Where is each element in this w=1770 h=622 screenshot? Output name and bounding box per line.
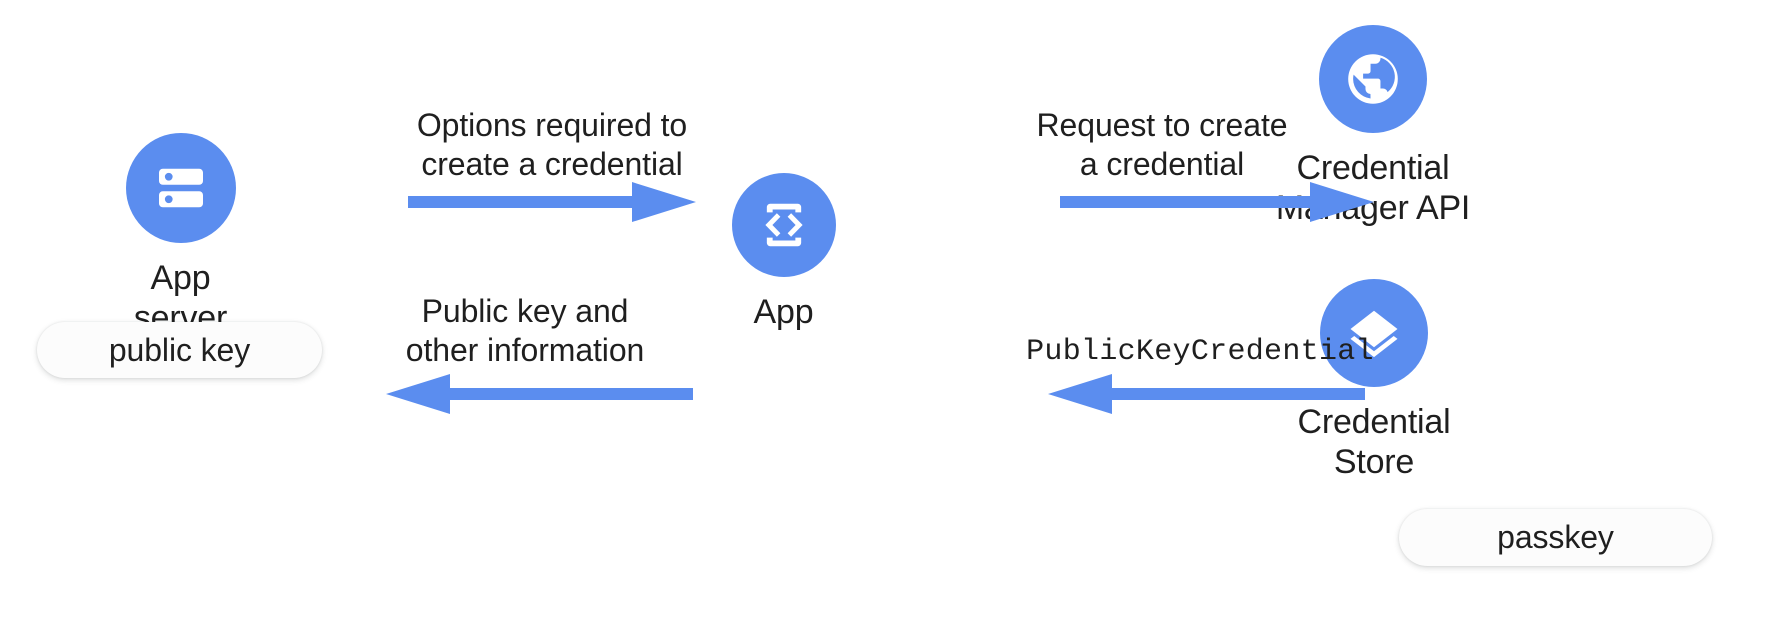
- node-credential-store: Credential Store: [1260, 279, 1488, 483]
- arrow-public-key-credential: [1040, 370, 1365, 418]
- caption-options-required: Options required to create a credential: [416, 107, 688, 183]
- caption-request-to-create: Request to create a credential: [1036, 107, 1288, 183]
- app-label: App: [753, 293, 814, 331]
- arrow-request-to-create: [1060, 178, 1374, 226]
- node-app: App: [726, 173, 841, 333]
- arrow-public-key-and-other-information: [378, 370, 693, 418]
- credential-store-circle: [1320, 279, 1428, 387]
- credential-manager-api-circle: [1319, 25, 1427, 133]
- credential-store-label: Credential Store: [1297, 403, 1451, 481]
- passkey-pill: passkey: [1399, 509, 1712, 566]
- globe-icon: [1348, 54, 1398, 104]
- app-server-circle: [125, 133, 236, 243]
- phone-code-icon: [764, 203, 803, 247]
- caption-public-key-and-other-information: Public key and other information: [405, 293, 645, 369]
- passkey-pill-label: passkey: [1497, 519, 1614, 555]
- arrow-options-required: [408, 178, 696, 226]
- caption-public-key-credential: PublicKeyCredential: [1026, 335, 1374, 369]
- public-key-pill: public key: [37, 322, 322, 378]
- app-circle: [731, 173, 836, 277]
- public-key-pill-label: public key: [108, 331, 251, 368]
- layers-icon: [1350, 310, 1398, 358]
- node-app-server: App server: [103, 133, 258, 339]
- server-icon: [158, 168, 203, 208]
